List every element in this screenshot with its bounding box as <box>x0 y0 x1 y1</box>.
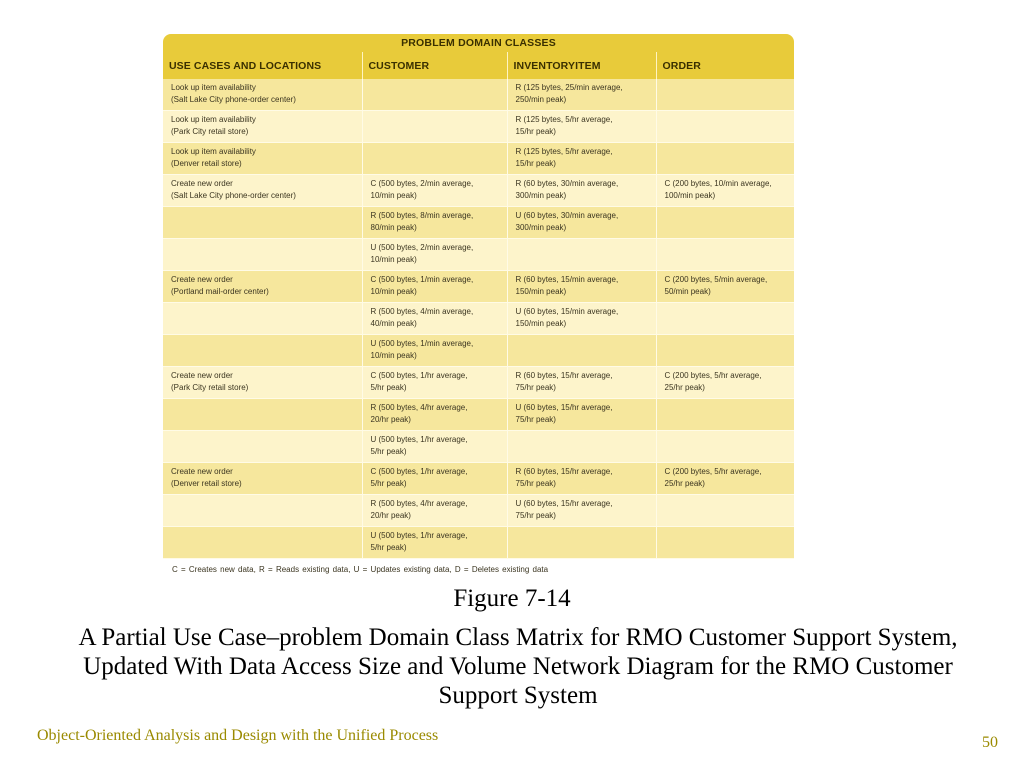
table-row: U (500 bytes, 2/min average, 10/min peak… <box>163 238 794 271</box>
inventoryitem-cell <box>507 526 657 559</box>
table-row: Create new order (Salt Lake City phone-o… <box>163 174 794 207</box>
order-cell <box>656 526 794 559</box>
use-case-class-matrix: PROBLEM DOMAIN CLASSES USE CASES AND LOC… <box>163 34 794 579</box>
use-case-cell <box>163 206 363 239</box>
order-cell <box>656 334 794 367</box>
use-case-cell: Create new order (Denver retail store) <box>163 462 363 495</box>
customer-cell: C (500 bytes, 1/min average, 10/min peak… <box>362 270 508 303</box>
table-row: R (500 bytes, 4/hr average, 20/hr peak)U… <box>163 398 794 431</box>
use-case-cell <box>163 302 363 335</box>
customer-cell: R (500 bytes, 4/min average, 40/min peak… <box>362 302 508 335</box>
inventoryitem-cell <box>507 430 657 463</box>
use-case-cell: Create new order (Salt Lake City phone-o… <box>163 174 363 207</box>
inventoryitem-cell: R (60 bytes, 30/min average, 300/min pea… <box>507 174 657 207</box>
use-case-cell: Look up item availability (Park City ret… <box>163 110 363 143</box>
inventoryitem-cell: R (125 bytes, 5/hr average, 15/hr peak) <box>507 110 657 143</box>
use-case-cell <box>163 238 363 271</box>
matrix-body: Look up item availability (Salt Lake Cit… <box>163 79 794 559</box>
order-cell <box>656 206 794 239</box>
group-header: PROBLEM DOMAIN CLASSES <box>163 34 794 52</box>
customer-cell <box>362 110 508 143</box>
customer-cell: U (500 bytes, 2/min average, 10/min peak… <box>362 238 508 271</box>
column-header-customer: CUSTOMER <box>362 52 508 79</box>
order-cell: C (200 bytes, 5/hr average, 25/hr peak) <box>656 462 794 495</box>
table-row: U (500 bytes, 1/min average, 10/min peak… <box>163 334 794 367</box>
order-cell: C (200 bytes, 5/min average, 50/min peak… <box>656 270 794 303</box>
table-row: R (500 bytes, 8/min average, 80/min peak… <box>163 206 794 239</box>
inventoryitem-cell: U (60 bytes, 15/hr average, 75/hr peak) <box>507 494 657 527</box>
table-row: U (500 bytes, 1/hr average, 5/hr peak) <box>163 430 794 463</box>
inventoryitem-cell: R (60 bytes, 15/hr average, 75/hr peak) <box>507 462 657 495</box>
table-row: Look up item availability (Salt Lake Cit… <box>163 79 794 111</box>
column-header-inventoryitem: INVENTORYITEM <box>507 52 657 79</box>
matrix-table: PROBLEM DOMAIN CLASSES USE CASES AND LOC… <box>163 34 794 559</box>
use-case-cell: Create new order (Park City retail store… <box>163 366 363 399</box>
column-header-use-cases: USE CASES AND LOCATIONS <box>163 52 363 79</box>
page-number: 50 <box>982 734 998 751</box>
inventoryitem-cell: U (60 bytes, 15/hr average, 75/hr peak) <box>507 398 657 431</box>
footer-book-title: Object-Oriented Analysis and Design with… <box>37 727 439 744</box>
use-case-cell: Look up item availability (Salt Lake Cit… <box>163 79 363 111</box>
inventoryitem-cell: U (60 bytes, 30/min average, 300/min pea… <box>507 206 657 239</box>
order-cell <box>656 302 794 335</box>
matrix-legend: C = Creates new data, R = Reads existing… <box>163 559 794 579</box>
figure-title: Figure 7-14 <box>453 585 571 612</box>
use-case-cell: Look up item availability (Denver retail… <box>163 142 363 175</box>
column-header-order: ORDER <box>656 52 794 79</box>
customer-cell: R (500 bytes, 8/min average, 80/min peak… <box>362 206 508 239</box>
customer-cell: U (500 bytes, 1/hr average, 5/hr peak) <box>362 526 508 559</box>
customer-cell: C (500 bytes, 1/hr average, 5/hr peak) <box>362 366 508 399</box>
inventoryitem-cell: R (60 bytes, 15/hr average, 75/hr peak) <box>507 366 657 399</box>
customer-cell: U (500 bytes, 1/hr average, 5/hr peak) <box>362 430 508 463</box>
customer-cell: U (500 bytes, 1/min average, 10/min peak… <box>362 334 508 367</box>
table-row: Create new order (Park City retail store… <box>163 366 794 399</box>
customer-cell: C (500 bytes, 2/min average, 10/min peak… <box>362 174 508 207</box>
table-row: Look up item availability (Park City ret… <box>163 110 794 143</box>
use-case-cell <box>163 430 363 463</box>
figure-caption: A Partial Use Case–problem Domain Class … <box>78 624 958 709</box>
use-case-cell <box>163 398 363 431</box>
order-cell <box>656 79 794 111</box>
customer-cell: C (500 bytes, 1/hr average, 5/hr peak) <box>362 462 508 495</box>
inventoryitem-cell: U (60 bytes, 15/min average, 150/min pea… <box>507 302 657 335</box>
order-cell <box>656 494 794 527</box>
customer-cell: R (500 bytes, 4/hr average, 20/hr peak) <box>362 398 508 431</box>
use-case-cell <box>163 494 363 527</box>
column-header-row: USE CASES AND LOCATIONS CUSTOMER INVENTO… <box>163 52 794 79</box>
table-row: Create new order (Portland mail-order ce… <box>163 270 794 303</box>
customer-cell <box>362 79 508 111</box>
inventoryitem-cell: R (60 bytes, 15/min average, 150/min pea… <box>507 270 657 303</box>
order-cell <box>656 398 794 431</box>
inventoryitem-cell <box>507 334 657 367</box>
customer-cell <box>362 142 508 175</box>
inventoryitem-cell: R (125 bytes, 25/min average, 250/min pe… <box>507 79 657 111</box>
order-cell: C (200 bytes, 5/hr average, 25/hr peak) <box>656 366 794 399</box>
customer-cell: R (500 bytes, 4/hr average, 20/hr peak) <box>362 494 508 527</box>
table-row: Create new order (Denver retail store)C … <box>163 462 794 495</box>
table-row: Look up item availability (Denver retail… <box>163 142 794 175</box>
use-case-cell <box>163 526 363 559</box>
table-row: U (500 bytes, 1/hr average, 5/hr peak) <box>163 526 794 559</box>
table-row: R (500 bytes, 4/hr average, 20/hr peak)U… <box>163 494 794 527</box>
group-header-row: PROBLEM DOMAIN CLASSES <box>163 34 794 52</box>
inventoryitem-cell: R (125 bytes, 5/hr average, 15/hr peak) <box>507 142 657 175</box>
order-cell <box>656 430 794 463</box>
order-cell <box>656 238 794 271</box>
inventoryitem-cell <box>507 238 657 271</box>
order-cell <box>656 142 794 175</box>
use-case-cell: Create new order (Portland mail-order ce… <box>163 270 363 303</box>
order-cell <box>656 110 794 143</box>
table-row: R (500 bytes, 4/min average, 40/min peak… <box>163 302 794 335</box>
use-case-cell <box>163 334 363 367</box>
order-cell: C (200 bytes, 10/min average, 100/min pe… <box>656 174 794 207</box>
